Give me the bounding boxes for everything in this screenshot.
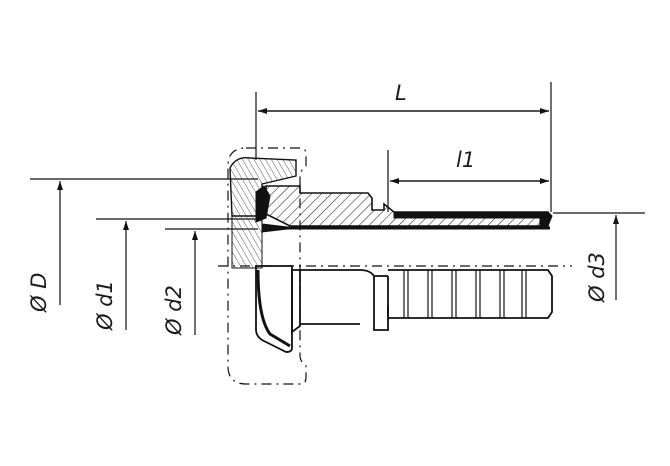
dimension-D: Ø D: [27, 178, 258, 313]
label-D: Ø D: [27, 273, 51, 313]
label-d2: Ø d2: [162, 285, 186, 336]
dimension-l1: l1: [387, 148, 549, 212]
dimension-L: L: [255, 81, 552, 212]
dimension-d1: Ø d1: [93, 218, 258, 331]
nut-outline: [227, 147, 307, 385]
dimension-d2: Ø d2: [162, 228, 258, 336]
label-d3: Ø d3: [585, 252, 609, 303]
dimension-d3: Ø d3: [553, 212, 645, 303]
label-L: L: [395, 81, 407, 105]
nipple-outside-view: [255, 265, 553, 353]
barb-ridges: [403, 270, 527, 318]
nut-section: [229, 157, 297, 269]
label-d1: Ø d1: [93, 280, 117, 331]
nipple-section: [261, 185, 553, 233]
label-l1: l1: [456, 148, 475, 172]
